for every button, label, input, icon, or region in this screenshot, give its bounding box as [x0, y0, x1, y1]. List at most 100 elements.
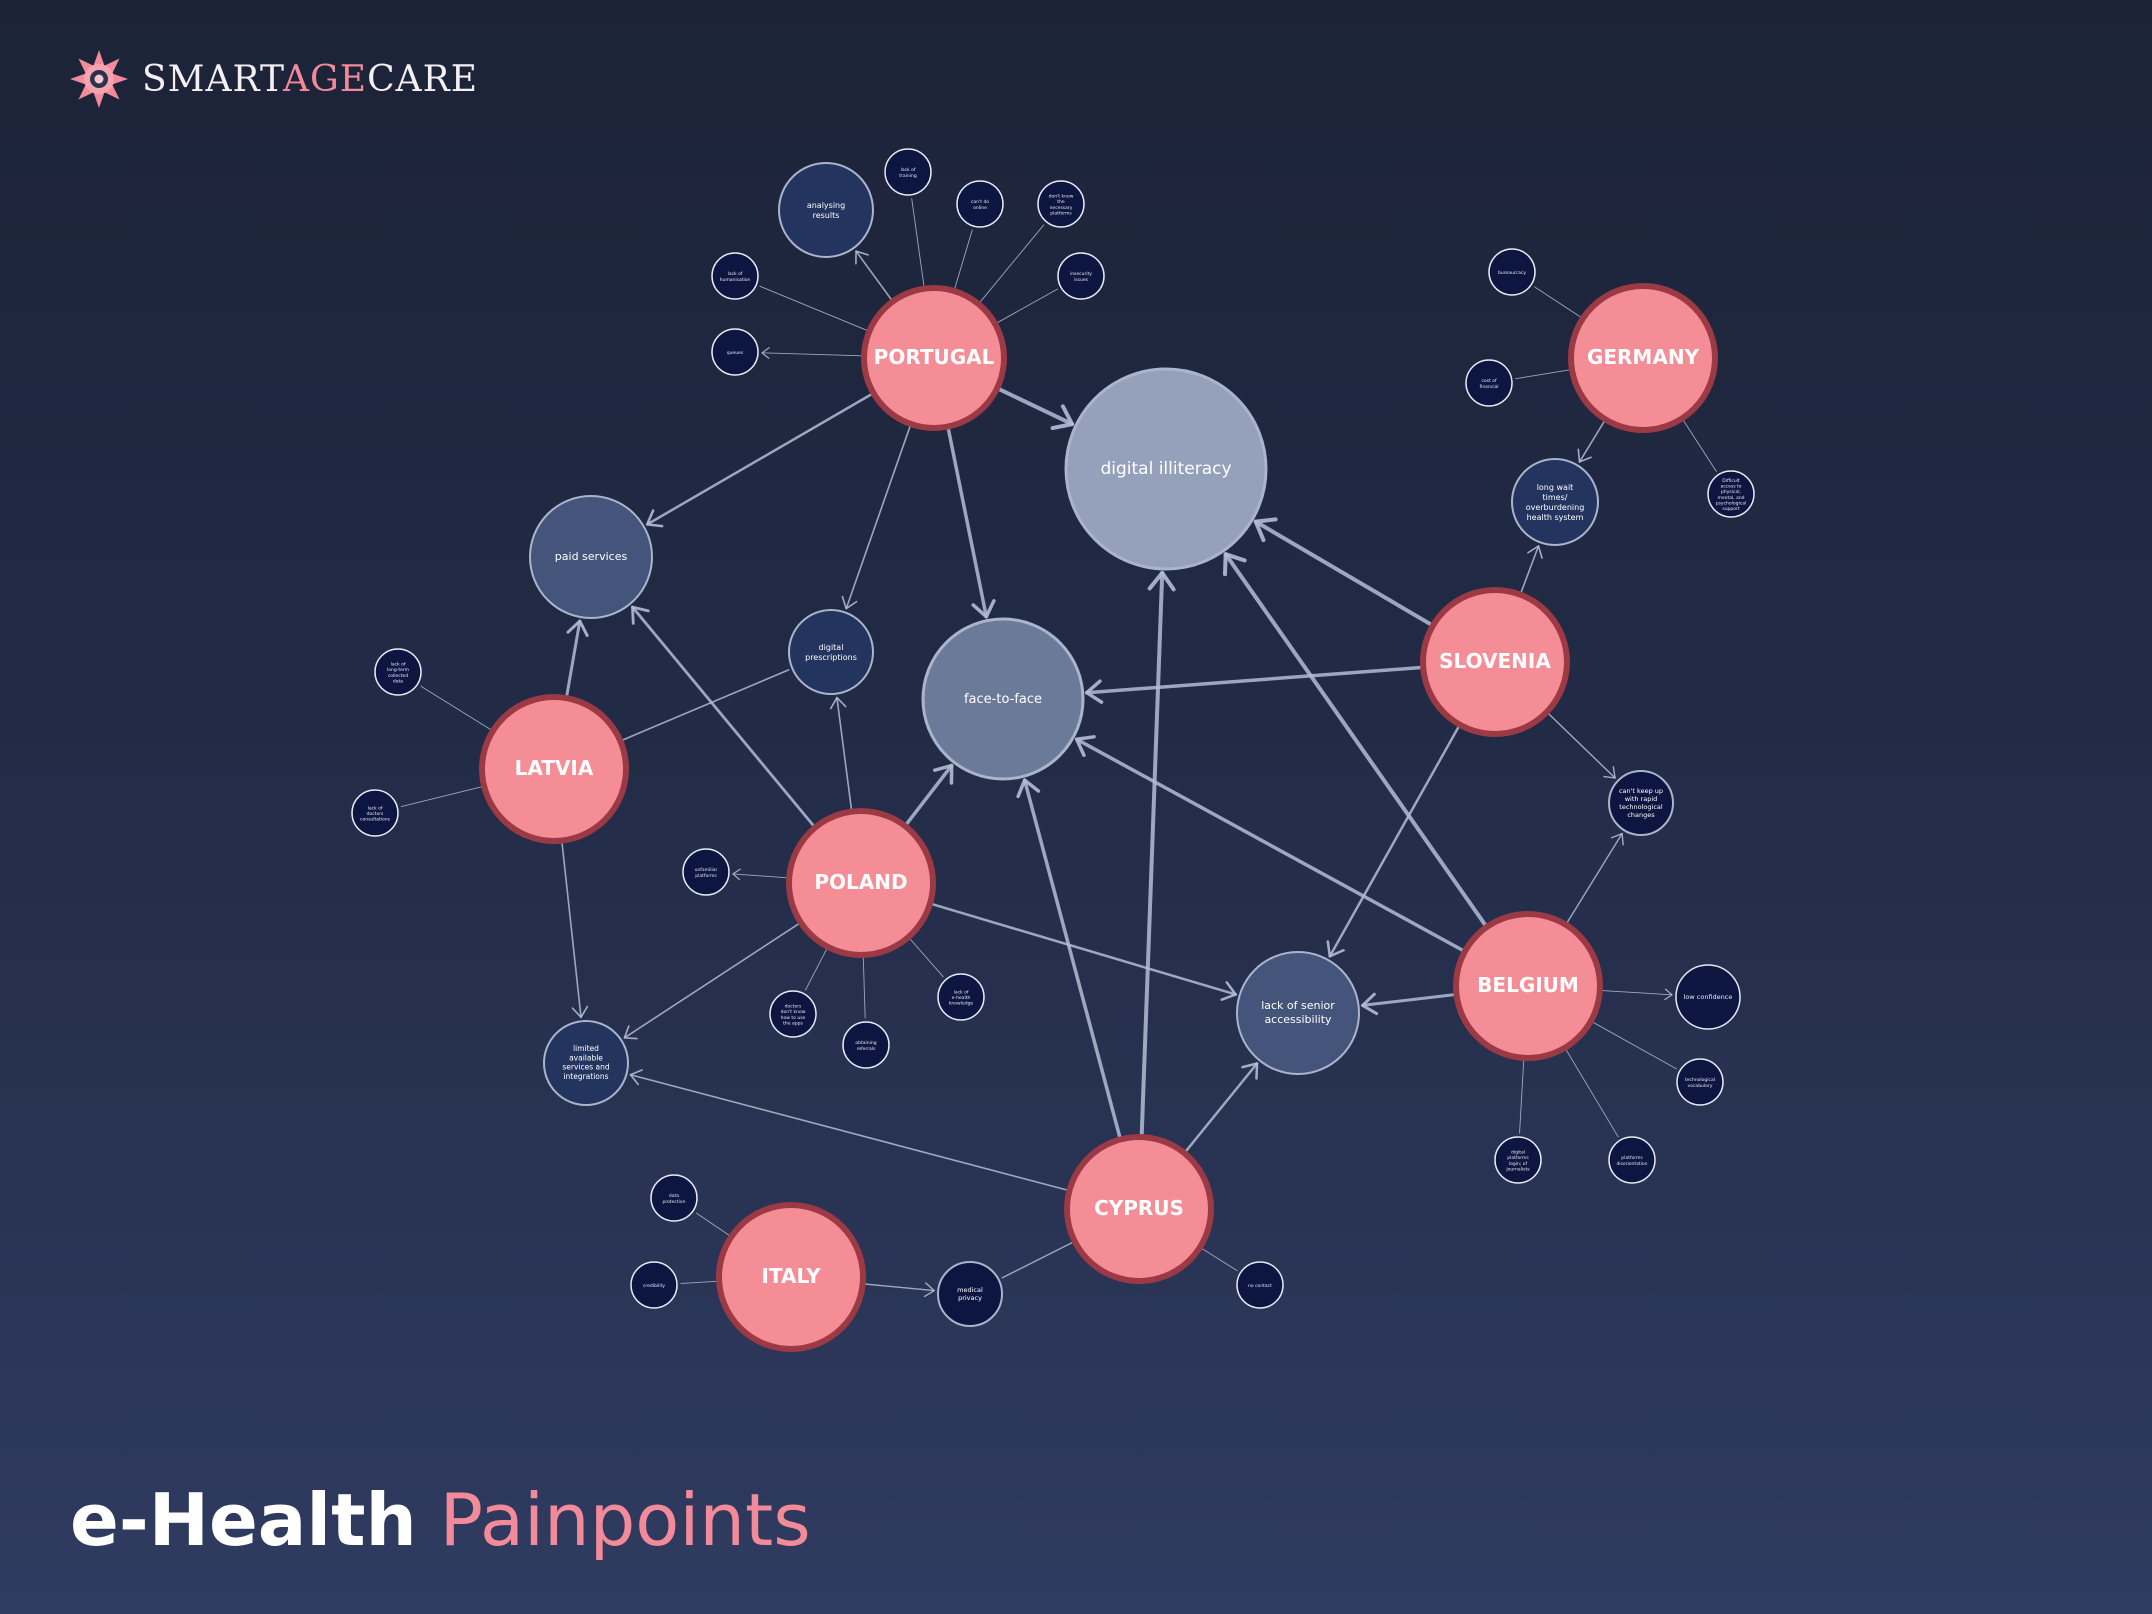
- edge-portugal-to-pt-l3: [979, 224, 1045, 303]
- edge-portugal-to-pt-l5: [759, 285, 868, 332]
- node-label: POLAND: [814, 870, 907, 894]
- edge-portugal-to-face-to-face: [946, 426, 996, 619]
- edge-slovenia-to-long-wait: [1520, 545, 1543, 594]
- edge-slovenia-to-lack-senior: [1326, 725, 1461, 958]
- edge-poland-to-lack-senior: [930, 902, 1237, 1001]
- node-label: low confidence: [1684, 993, 1733, 1001]
- edge-portugal-to-pt-l6: [761, 347, 863, 359]
- edge-germany-to-de-l1: [1534, 286, 1582, 318]
- node-label: bureaucracy: [1498, 270, 1526, 276]
- edge-poland-to-digital-prescriptions: [829, 696, 853, 811]
- edge-poland-to-paid-services: [631, 605, 816, 828]
- country-node-slovenia: SLOVENIA: [1420, 587, 1570, 737]
- node-label: credibility: [643, 1283, 665, 1289]
- edge-slovenia-to-face-to-face: [1085, 665, 1423, 704]
- page-title: e-Health Painpoints: [70, 1478, 811, 1562]
- edges: [400, 198, 1717, 1298]
- edge-latvia-to-lv-l2: [400, 786, 483, 808]
- edge-belgium-to-be-l1: [1601, 988, 1673, 1001]
- country-node-belgium: BELGIUM: [1453, 911, 1603, 1061]
- edge-italy-to-medical-privacy: [863, 1282, 935, 1298]
- brand-logo: SMARTAGECARE: [68, 48, 478, 110]
- edge-poland-to-face-to-face: [904, 763, 954, 827]
- country-node-portugal: PORTUGAL: [861, 285, 1007, 431]
- brand-name: SMARTAGECARE: [142, 58, 479, 100]
- country-node-poland: POLAND: [786, 808, 936, 958]
- edge-belgium-to-face-to-face: [1074, 735, 1465, 953]
- country-node-latvia: LATVIA: [479, 694, 629, 844]
- edge-latvia-to-limited-services: [561, 841, 589, 1019]
- edge-poland-to-pl-l3: [862, 956, 866, 1019]
- edge-germany-to-de-l2: [1515, 369, 1571, 380]
- edge-cyprus-to-medical-privacy: [1001, 1241, 1074, 1279]
- edge-portugal-to-digital-illiteracy: [996, 387, 1075, 431]
- edge-cyprus-to-limited-services: [629, 1069, 1069, 1191]
- edge-belgium-to-cant-keep-up: [1566, 832, 1624, 924]
- edge-portugal-to-analysing: [855, 250, 893, 301]
- edge-poland-to-limited-services: [623, 922, 800, 1040]
- edge-slovenia-to-cant-keep-up: [1547, 712, 1616, 779]
- node-label: BELGIUM: [1477, 973, 1579, 997]
- edge-germany-to-long-wait: [1577, 420, 1606, 463]
- edge-poland-to-pl-l1: [732, 868, 788, 881]
- edge-portugal-to-pt-l4: [996, 288, 1058, 324]
- edge-belgium-to-digital-illiteracy: [1222, 552, 1488, 928]
- country-node-cyprus: CYPRUS: [1064, 1134, 1214, 1284]
- edge-poland-to-pl-l4: [909, 938, 944, 978]
- edge-portugal-to-pt-l1: [911, 198, 925, 288]
- edge-portugal-to-pt-l2: [954, 229, 973, 290]
- node-label: queues: [727, 351, 744, 356]
- edge-cyprus-to-digital-illiteracy: [1139, 570, 1176, 1138]
- leaf-node-de-l1: bureaucracy: [1488, 248, 1536, 296]
- country-node-germany: GERMANY: [1568, 283, 1718, 433]
- edge-latvia-to-paid-services: [565, 619, 589, 698]
- edge-belgium-to-be-l3: [1565, 1049, 1619, 1138]
- edge-italy-to-it-l1: [695, 1212, 731, 1237]
- leaf-node-cy-l1: no contact: [1236, 1261, 1284, 1309]
- edge-belgium-to-be-l4: [1519, 1059, 1525, 1134]
- leaf-node-it-l2: credibility: [630, 1261, 678, 1309]
- node-label: SLOVENIA: [1439, 649, 1551, 673]
- topic-node-digital-illiteracy: digital illiteracy: [1064, 367, 1268, 571]
- leaf-node-be-l1: low confidence: [1675, 964, 1741, 1030]
- leaf-node-pt-l6: queues: [711, 328, 759, 376]
- node-label: digital illiteracy: [1100, 459, 1231, 479]
- edge-italy-to-it-l2: [680, 1280, 718, 1284]
- node-label: no contact: [1248, 1283, 1272, 1289]
- node-label: PORTUGAL: [874, 345, 995, 369]
